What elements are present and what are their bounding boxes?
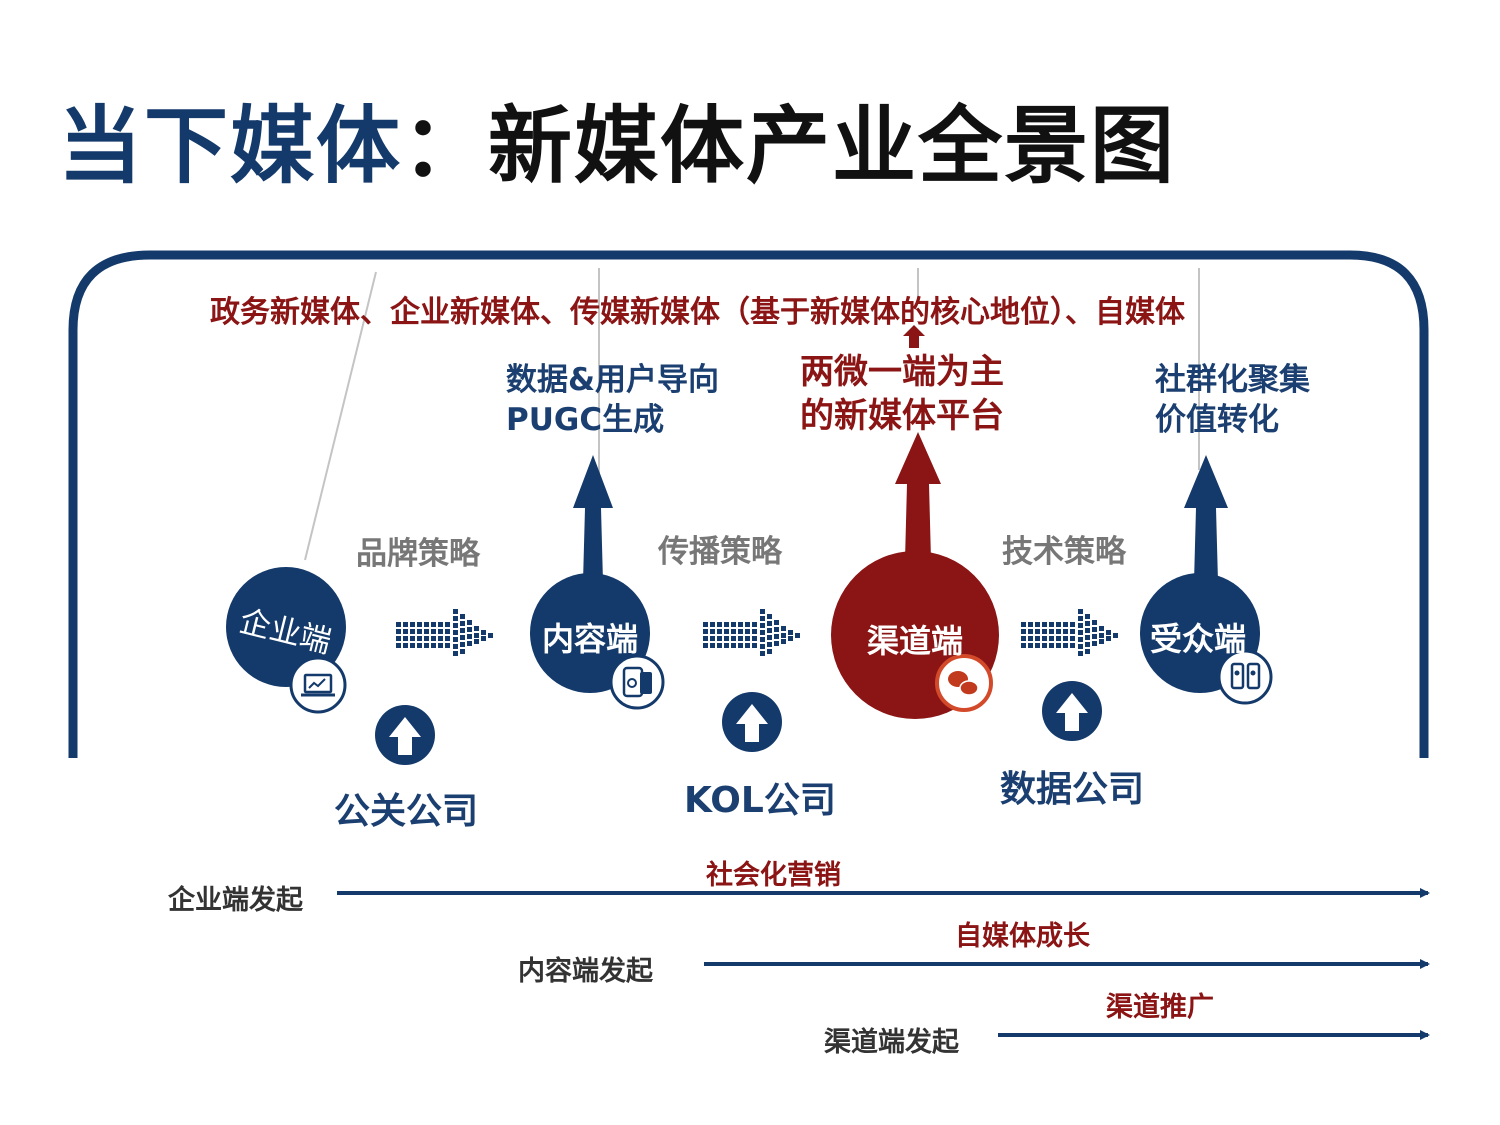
audience-outcome: 社群化聚集 价值转化 (1155, 360, 1310, 440)
content-outcome-line2: PUGC生成 (506, 402, 665, 438)
dotted-arrow-icon (396, 609, 493, 656)
tablet-icon (609, 654, 665, 710)
header-line: 政务新媒体、企业新媒体、传媒新媒体（基于新媒体的核心地位）、自媒体 (210, 295, 1185, 330)
flow-name-channel: 渠道推广 (1106, 992, 1214, 1023)
mobile-users-icon (1217, 649, 1273, 705)
channel-outcome-line2: 的新媒体平台 (800, 396, 1004, 436)
node-content-label: 内容端 (541, 620, 638, 658)
strategy-spread: 传播策略 (658, 534, 782, 570)
node-channel-label: 渠道端 (866, 622, 963, 660)
strategy-tech: 技术策略 (1002, 534, 1126, 570)
page-title: 当下媒体：新媒体产业全景图 (58, 100, 1176, 192)
dotted-arrow-icon (703, 609, 800, 656)
wechat-icon (935, 654, 993, 712)
flow-name-selfmedia: 自媒体成长 (955, 921, 1090, 952)
up-arrow-icon (1042, 681, 1102, 741)
channel-outcome: 两微一端为主 的新媒体平台 (800, 350, 1004, 438)
guide-line (304, 271, 377, 561)
content-outcome-line1: 数据&用户导向 (506, 362, 720, 398)
channel-outcome-line1: 两微一端为主 (800, 352, 1004, 392)
outer-frame (68, 250, 1429, 758)
strategy-brand: 品牌策略 (356, 536, 480, 572)
company-data: 数据公司 (1000, 769, 1145, 810)
company-kol: KOL公司 (684, 780, 836, 821)
flow-start-content: 内容端发起 (518, 956, 653, 987)
content-outcome: 数据&用户导向 PUGC生成 (506, 360, 719, 440)
small-up-arrow-icon (903, 325, 925, 348)
title-part2: ：新媒体产业全景图 (402, 97, 1177, 195)
audience-outcome-line2: 价值转化 (1155, 402, 1279, 438)
up-arrow-channel (895, 432, 941, 560)
company-pr: 公关公司 (334, 791, 479, 832)
up-arrow-audience (1184, 455, 1228, 582)
audience-outcome-line1: 社群化聚集 (1155, 362, 1310, 398)
up-arrow-icon (375, 705, 435, 765)
node-audience-label: 受众端 (1149, 620, 1246, 658)
laptop-chart-icon (289, 656, 347, 714)
up-arrow-content (573, 455, 613, 582)
flow-name-social: 社会化营销 (706, 860, 841, 891)
flow-start-channel: 渠道端发起 (824, 1027, 959, 1058)
title-part1: 当下媒体 (58, 97, 403, 195)
dotted-arrow-icon (1021, 609, 1118, 656)
up-arrow-icon (722, 692, 782, 752)
flow-start-enterprise: 企业端发起 (168, 885, 303, 916)
